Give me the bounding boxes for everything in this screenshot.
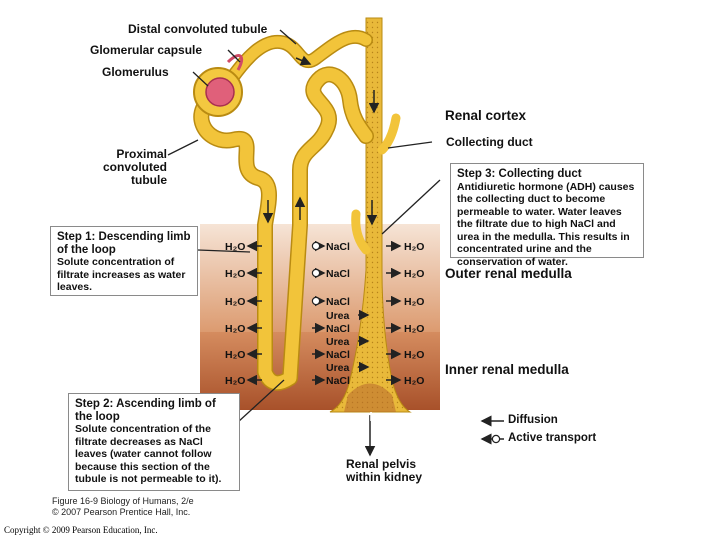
urea-label: Urea (326, 310, 350, 322)
duct-branch-left (351, 209, 371, 255)
water-label-descending: H₂O (225, 349, 245, 361)
duct-branch-right (377, 113, 401, 155)
caption-line2: © 2007 Pearson Prentice Hall, Inc. (52, 507, 191, 517)
nephron-tubule (193, 29, 374, 391)
step1-text: Solute concentration of filtrate increas… (57, 256, 186, 293)
water-label-descending: H₂O (225, 375, 245, 387)
step2-title: Step 2: Ascending limb of the loop (75, 398, 216, 423)
water-label-collecting: H₂O (404, 296, 424, 308)
zone-outer-medulla: Outer renal medulla (445, 266, 572, 281)
nacl-label: NaCl (326, 241, 350, 253)
urea-label: Urea (326, 362, 350, 374)
nacl-label: NaCl (326, 349, 350, 361)
step2-text: Solute concentration of the filtrate dec… (75, 423, 222, 485)
water-label-collecting: H₂O (404, 268, 424, 280)
nacl-label: NaCl (326, 323, 350, 335)
label-proximal-tubule: Proximal convoluted tubule (103, 147, 168, 187)
afferent-arteriole (226, 54, 244, 71)
leader-lines (167, 29, 441, 423)
label-urine: Urine (356, 410, 387, 424)
water-label-collecting: H₂O (404, 323, 424, 335)
step2-box: Step 2: Ascending limb of the loop Solut… (68, 393, 240, 491)
nacl-label: NaCl (326, 268, 350, 280)
zone-renal-cortex: Renal cortex (445, 108, 527, 123)
water-label-descending: H₂O (225, 296, 245, 308)
figure-caption: Figure 16-9 Biology of Humans, 2/e © 200… (52, 496, 194, 518)
active-transport-pump-icon (311, 268, 321, 278)
water-label-descending: H₂O (225, 268, 245, 280)
inner-medulla-region (200, 332, 440, 410)
legend-active-transport: Active transport (508, 432, 597, 444)
molecule-layer: H₂OH₂OH₂OH₂OH₂OH₂ONaClNaClNaClUreaNaClUr… (225, 240, 424, 387)
flow-arrows (262, 55, 380, 226)
urea-label: Urea (326, 336, 350, 348)
caption-line1: Figure 16-9 Biology of Humans, 2/e (52, 496, 194, 506)
label-glomerular-capsule: Glomerular capsule (90, 43, 203, 57)
label-glomerulus: Glomerulus (102, 65, 169, 79)
active-transport-pump-icon (491, 434, 501, 444)
water-label-descending: H₂O (225, 323, 245, 335)
water-label-collecting: H₂O (404, 375, 424, 387)
active-transport-pump-icon (311, 296, 321, 306)
step3-box: Step 3: Collecting duct Antidiuretic hor… (450, 163, 644, 268)
step1-title: Step 1: Descending limb of the loop (57, 231, 191, 256)
legend-diffusion: Diffusion (508, 414, 558, 426)
label-renal-pelvis: Renal pelvis within kidney (346, 457, 423, 484)
glomerulus (205, 77, 235, 107)
copyright: Copyright © 2009 Pearson Education, Inc. (4, 525, 158, 535)
legend-glyphs (480, 415, 504, 445)
label-distal-tubule: Distal convoluted tubule (128, 22, 268, 36)
zone-inner-medulla: Inner renal medulla (445, 362, 569, 377)
step3-text: Antidiuretic hormone (ADH) causes the co… (457, 180, 635, 268)
water-label-collecting: H₂O (404, 241, 424, 253)
step1-box: Step 1: Descending limb of the loop Solu… (50, 226, 198, 296)
nacl-label: NaCl (326, 375, 350, 387)
label-collecting-duct: Collecting duct (446, 135, 533, 149)
water-label-descending: H₂O (225, 241, 245, 253)
water-label-collecting: H₂O (404, 349, 424, 361)
active-transport-pump-icon (311, 241, 321, 251)
step3-title: Step 3: Collecting duct (457, 168, 582, 180)
nacl-label: NaCl (326, 296, 350, 308)
urine-outflow (344, 383, 396, 412)
